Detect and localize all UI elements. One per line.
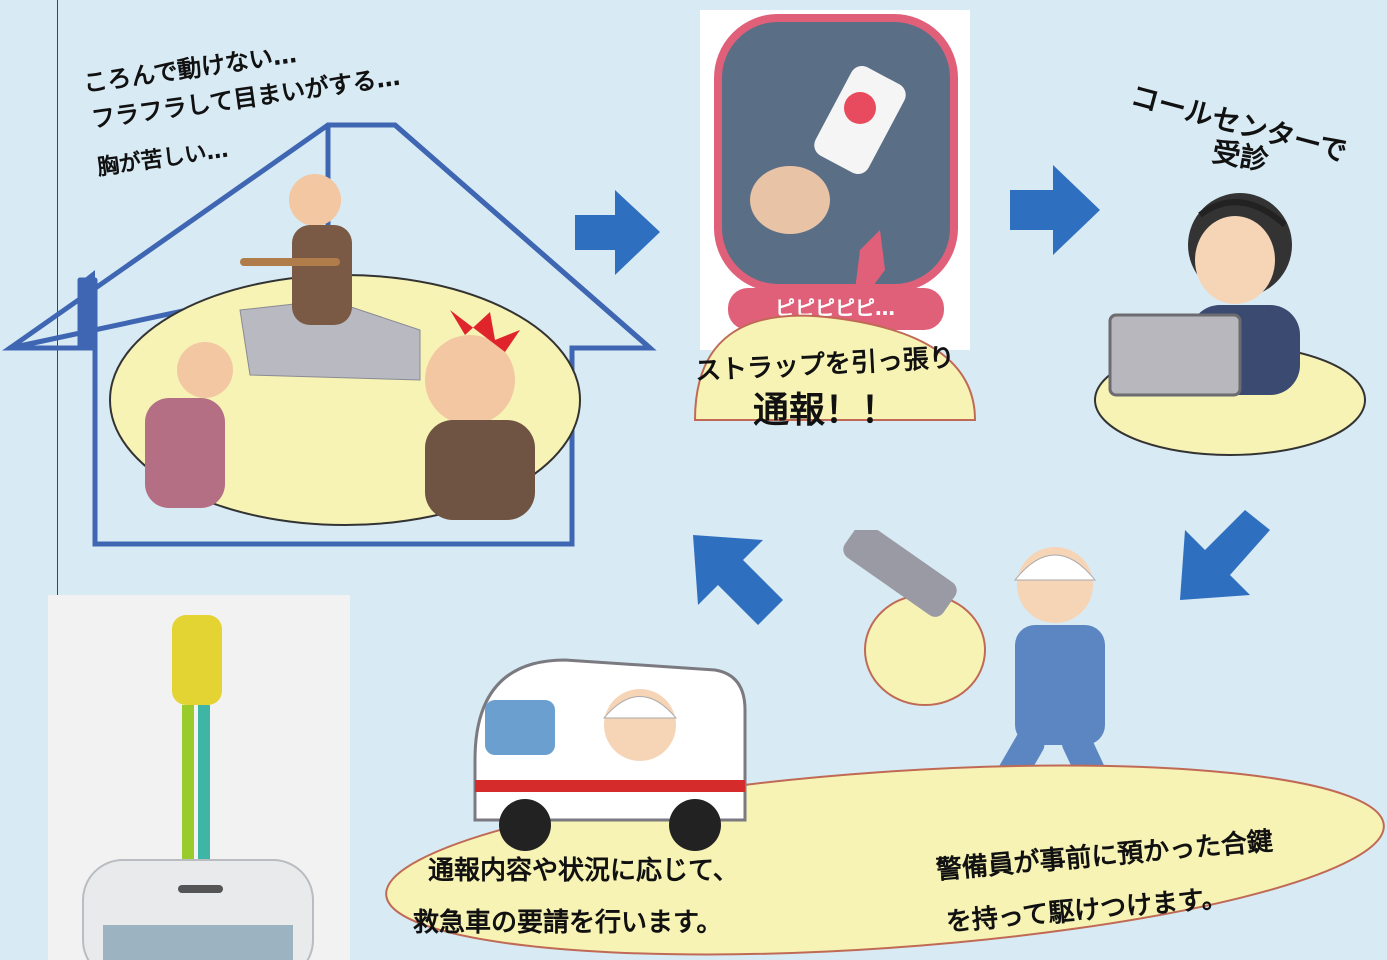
house-chimney — [80, 270, 95, 348]
strap-cord-teal — [198, 705, 210, 875]
headset-icon — [1198, 199, 1287, 228]
strap-cord-green — [182, 705, 194, 875]
arrow-right-2-icon — [1010, 165, 1100, 255]
phone-speaker — [178, 885, 223, 893]
headache-man-head — [425, 335, 515, 425]
ambulance-caption-line-2: 救急車の要請を行います。 — [413, 908, 723, 938]
phone-screen — [103, 925, 293, 960]
ambulance-illustration — [473, 658, 747, 851]
helmet-icon — [1013, 554, 1097, 581]
pain-burst-icon — [450, 310, 520, 352]
ambulance-window — [485, 700, 555, 755]
wheel-right-icon — [669, 799, 721, 851]
key-icon — [843, 530, 957, 617]
old-man-head — [289, 174, 341, 226]
laptop-icon — [1108, 313, 1242, 397]
driver-helmet-icon — [602, 696, 678, 719]
woman-body — [145, 398, 225, 508]
beep-bubble-text: ピピピピピ… — [775, 296, 895, 320]
operator-illustration — [1094, 193, 1366, 456]
arrow-up-left-icon — [693, 535, 783, 625]
callcenter-caption-line-2: 受診 — [1209, 135, 1271, 178]
alarm-button-icon — [844, 92, 876, 124]
arrow-down-left-icon — [1180, 510, 1270, 600]
wheel-left-icon — [499, 799, 551, 851]
old-man-body — [292, 225, 352, 325]
left-divider-line — [57, 0, 58, 960]
ambulance-caption-line-1: 通報内容や状況に応じて、 — [428, 856, 739, 886]
strap-caption-ellipse — [693, 314, 977, 421]
handrail — [240, 258, 340, 266]
house-frame — [2, 122, 657, 547]
strap-caption-line-2: 通報！！ — [753, 390, 898, 431]
ambulance-stripe — [475, 780, 745, 792]
house-illustration — [2, 122, 657, 547]
strap-pull-tab — [172, 615, 222, 705]
headache-man-body — [425, 420, 535, 520]
woman-head — [177, 342, 233, 398]
arrow-right-1-icon — [575, 190, 660, 275]
operator-face — [1195, 216, 1275, 304]
strap-photo: ピピピピピ… — [700, 10, 970, 350]
bubble-tail — [855, 230, 885, 290]
hand-shape — [750, 166, 830, 234]
guard-illustration — [843, 530, 1113, 800]
strap-product-photo — [48, 595, 350, 960]
guard-body — [1015, 625, 1105, 745]
